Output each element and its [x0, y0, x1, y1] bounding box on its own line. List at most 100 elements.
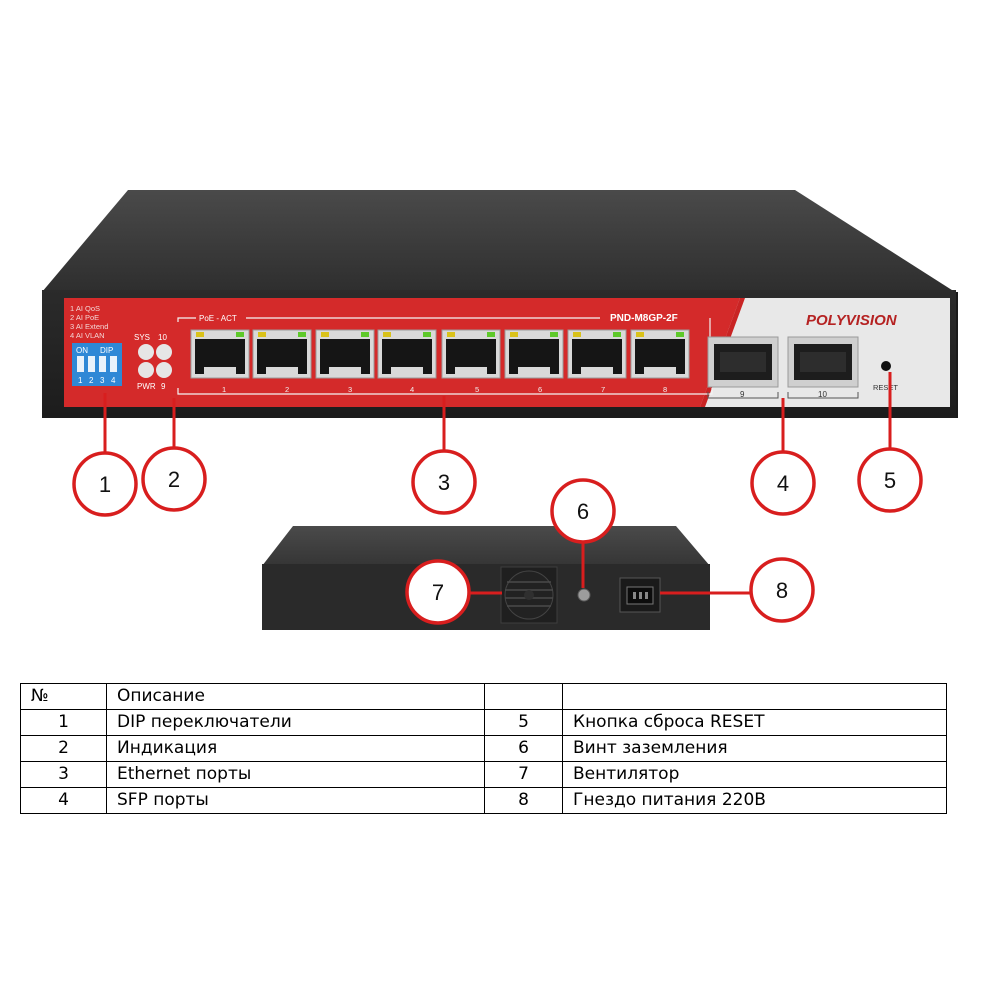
table-cell-description: Описание — [106, 683, 485, 710]
table-cell-number: № — [20, 683, 107, 710]
ethernet-port-8[interactable] — [630, 329, 690, 379]
table-cell-number: 7 — [484, 761, 563, 788]
dip-legend-line: 3 AI Extend — [70, 322, 108, 331]
reset-label: RESET — [873, 383, 898, 392]
rear-top-lid — [262, 526, 710, 566]
pwr-label: PWR — [137, 382, 156, 391]
fan — [500, 566, 558, 624]
callout-label: 5 — [884, 468, 896, 493]
dip-dip-label: DIP — [100, 346, 113, 355]
sys-led — [138, 344, 154, 360]
dip-on-label: ON — [76, 346, 88, 355]
ethernet-port-numbers: 1 2 3 4 5 6 7 8 — [222, 385, 667, 394]
table-cell-description: SFP порты — [106, 787, 485, 814]
port10-led — [156, 344, 172, 360]
ethernet-port-5[interactable] — [441, 329, 501, 379]
callout-label: 8 — [776, 578, 788, 603]
dip-legend-line: 2 AI PoE — [70, 313, 99, 322]
ethernet-ports — [190, 329, 690, 379]
sys-label: SYS — [134, 333, 150, 342]
callout-3 — [411, 449, 477, 515]
dip-number: 4 — [111, 376, 116, 385]
led-indicators: SYS 10 PWR 9 — [134, 333, 172, 391]
rear-switch — [262, 526, 710, 630]
callout-4 — [750, 450, 816, 516]
sfp-number: 9 — [740, 390, 745, 399]
dip-legend: 1 AI QoS 2 AI PoE 3 AI Extend 4 AI VLAN — [70, 304, 108, 340]
table-cell-description — [562, 683, 947, 710]
switch-top-lid — [42, 190, 955, 292]
table-cell-number: 6 — [484, 735, 563, 762]
dip-legend-line: 1 AI QoS — [70, 304, 100, 313]
callout-5 — [857, 447, 923, 513]
poe-act-label: PoE - ACT — [199, 314, 237, 323]
sfp-ports: 9 10 — [707, 336, 859, 399]
led-label-10: 10 — [158, 333, 167, 342]
ethernet-port-3[interactable] — [315, 329, 375, 379]
table-cell-description: Ethernet порты — [106, 761, 485, 788]
table-cell-description: Вентилятор — [562, 761, 947, 788]
model-label: PND-M8GP-2F — [610, 313, 678, 324]
callout-label: 3 — [438, 470, 450, 495]
dip-switch-4[interactable] — [110, 356, 117, 372]
callouts — [103, 372, 892, 595]
callout-2 — [141, 446, 207, 512]
table-cell-number: 8 — [484, 787, 563, 814]
table-cell-number: 1 — [20, 709, 107, 736]
dip-switch-1[interactable] — [77, 356, 84, 372]
table-cell-number: 4 — [20, 787, 107, 814]
dip-switch-3[interactable] — [99, 356, 106, 372]
pwr-led — [138, 362, 154, 378]
port-number: 4 — [410, 385, 414, 394]
port-number: 2 — [285, 385, 289, 394]
brand-logo: POLYVISION — [806, 312, 898, 329]
dip-number: 3 — [100, 376, 105, 385]
port9-led — [156, 362, 172, 378]
port-number: 6 — [538, 385, 542, 394]
port-number: 7 — [601, 385, 605, 394]
front-switch: 1 AI QoS 2 AI PoE 3 AI Extend 4 AI VLAN … — [42, 190, 958, 418]
callout-label: 7 — [432, 580, 444, 605]
table-cell-description: Винт заземления — [562, 735, 947, 762]
table-cell-description: Кнопка сброса RESET — [562, 709, 947, 736]
table-cell-description: Гнездо питания 220В — [562, 787, 947, 814]
port-number: 8 — [663, 385, 667, 394]
led-label-9: 9 — [161, 382, 166, 391]
sfp-number: 10 — [818, 390, 827, 399]
callout-7 — [405, 559, 471, 625]
ethernet-port-4[interactable] — [377, 329, 437, 379]
port-number: 5 — [475, 385, 479, 394]
ethernet-port-2[interactable] — [252, 329, 312, 379]
callout-label: 1 — [99, 472, 111, 497]
ethernet-port-7[interactable] — [567, 329, 627, 379]
ethernet-port-1[interactable] — [190, 329, 250, 379]
callout-label: 6 — [577, 499, 589, 524]
ethernet-port-6[interactable] — [504, 329, 564, 379]
callout-label: 2 — [168, 467, 180, 492]
callout-6 — [550, 478, 616, 544]
table-cell-number: 3 — [20, 761, 107, 788]
port-number: 1 — [222, 385, 226, 394]
power-socket[interactable] — [619, 577, 661, 613]
callout-1 — [72, 451, 138, 517]
grounding-screw[interactable] — [577, 588, 591, 602]
dip-switch-2[interactable] — [88, 356, 95, 372]
dip-switch-block[interactable]: ON DIP 1 2 3 4 — [72, 343, 122, 386]
dip-number: 2 — [89, 376, 94, 385]
device-diagram: 1 AI QoS 2 AI PoE 3 AI Extend 4 AI VLAN … — [42, 190, 958, 630]
reset-button[interactable] — [881, 361, 891, 371]
table-cell-description: DIP переключатели — [106, 709, 485, 736]
dip-number: 1 — [78, 376, 83, 385]
table-cell-number — [484, 683, 563, 710]
port-number: 3 — [348, 385, 352, 394]
table-cell-description: Индикация — [106, 735, 485, 762]
table-cell-number: 5 — [484, 709, 563, 736]
port-group-frame — [177, 317, 713, 395]
